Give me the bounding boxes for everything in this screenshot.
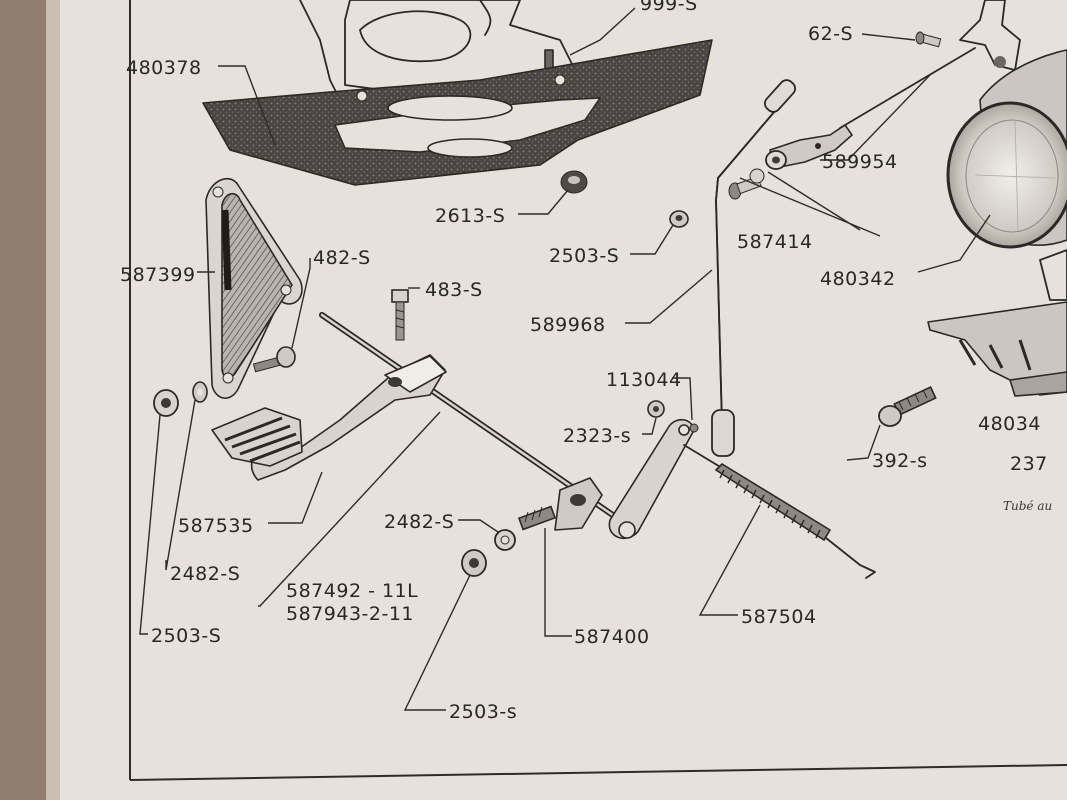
- label-62-s: 62-S: [808, 23, 853, 45]
- label-587943: 587943-2-11: [286, 603, 414, 625]
- label-2503-s-bottom: 2503-s: [449, 701, 517, 723]
- bracket-48034x: [927, 301, 1067, 397]
- label-480342: 480342: [820, 268, 896, 290]
- label-237x: 237: [1010, 453, 1048, 475]
- ball-stud-587414: [728, 168, 765, 200]
- accelerator-rod-589968: [711, 79, 797, 457]
- screw-62-s: [915, 31, 942, 48]
- bolt-392-s: [878, 386, 937, 427]
- nut-2503-s-bottom: [461, 549, 487, 577]
- label-587399: 587399: [120, 264, 196, 286]
- label-2503-s-left: 2503-S: [151, 625, 221, 647]
- label-2503-s-top: 2503-S: [549, 245, 619, 267]
- throttle-bracket: [959, 0, 1021, 71]
- insulator-gasket-480378: [202, 39, 713, 186]
- label-587492: 587492 - 11L: [286, 580, 418, 602]
- washer-2482-s-mid: [494, 529, 516, 551]
- label-587535: 587535: [178, 515, 254, 537]
- binding-shadow: [46, 0, 60, 800]
- label-483-s: 483-S: [425, 279, 483, 301]
- label-392-s: 392-s: [872, 450, 928, 472]
- label-587504: 587504: [741, 606, 817, 628]
- part-labels: 999-S 480378 62-S 589954 2613-S 2503-S 5…: [120, 0, 1052, 723]
- pedal-plate-587399: [205, 177, 303, 399]
- return-spring-587504: [683, 444, 876, 579]
- label-2323-s: 2323-s: [563, 425, 631, 447]
- label-2482-s-left: 2482-S: [170, 563, 240, 585]
- label-482-s: 482-S: [313, 247, 371, 269]
- frame-bottom: [129, 764, 1067, 781]
- clamp-587400: [517, 477, 603, 531]
- screw-482-s: [252, 346, 296, 373]
- label-48034x: 48034: [978, 413, 1041, 435]
- label-2613-s: 2613-S: [435, 205, 505, 227]
- label-587400: 587400: [574, 626, 650, 648]
- label-113044: 113044: [606, 369, 682, 391]
- label-tube-note: Tubé au: [1003, 499, 1052, 513]
- air-cleaner-480342: [946, 49, 1067, 301]
- throttle-arm-113044: [608, 419, 699, 540]
- screw-483-s: [391, 289, 409, 341]
- label-2482-s-mid: 2482-S: [384, 511, 454, 533]
- label-589954: 589954: [822, 151, 898, 173]
- nut-2503-s-top: [669, 210, 689, 228]
- label-999-s: 999-S: [640, 0, 698, 15]
- label-480378: 480378: [126, 57, 202, 79]
- throttle-rod-589954: [765, 47, 976, 170]
- pedal-lever-587535: [211, 354, 447, 481]
- leader-lines: [139, 7, 991, 711]
- washer-2482-s-left: [192, 381, 208, 403]
- binding-strip: [0, 0, 46, 800]
- label-587414: 587414: [737, 231, 813, 253]
- label-589968: 589968: [530, 314, 606, 336]
- nut-2503-s-left: [153, 389, 179, 417]
- nut-2613-s: [560, 170, 588, 194]
- nut-2323-s: [647, 400, 665, 418]
